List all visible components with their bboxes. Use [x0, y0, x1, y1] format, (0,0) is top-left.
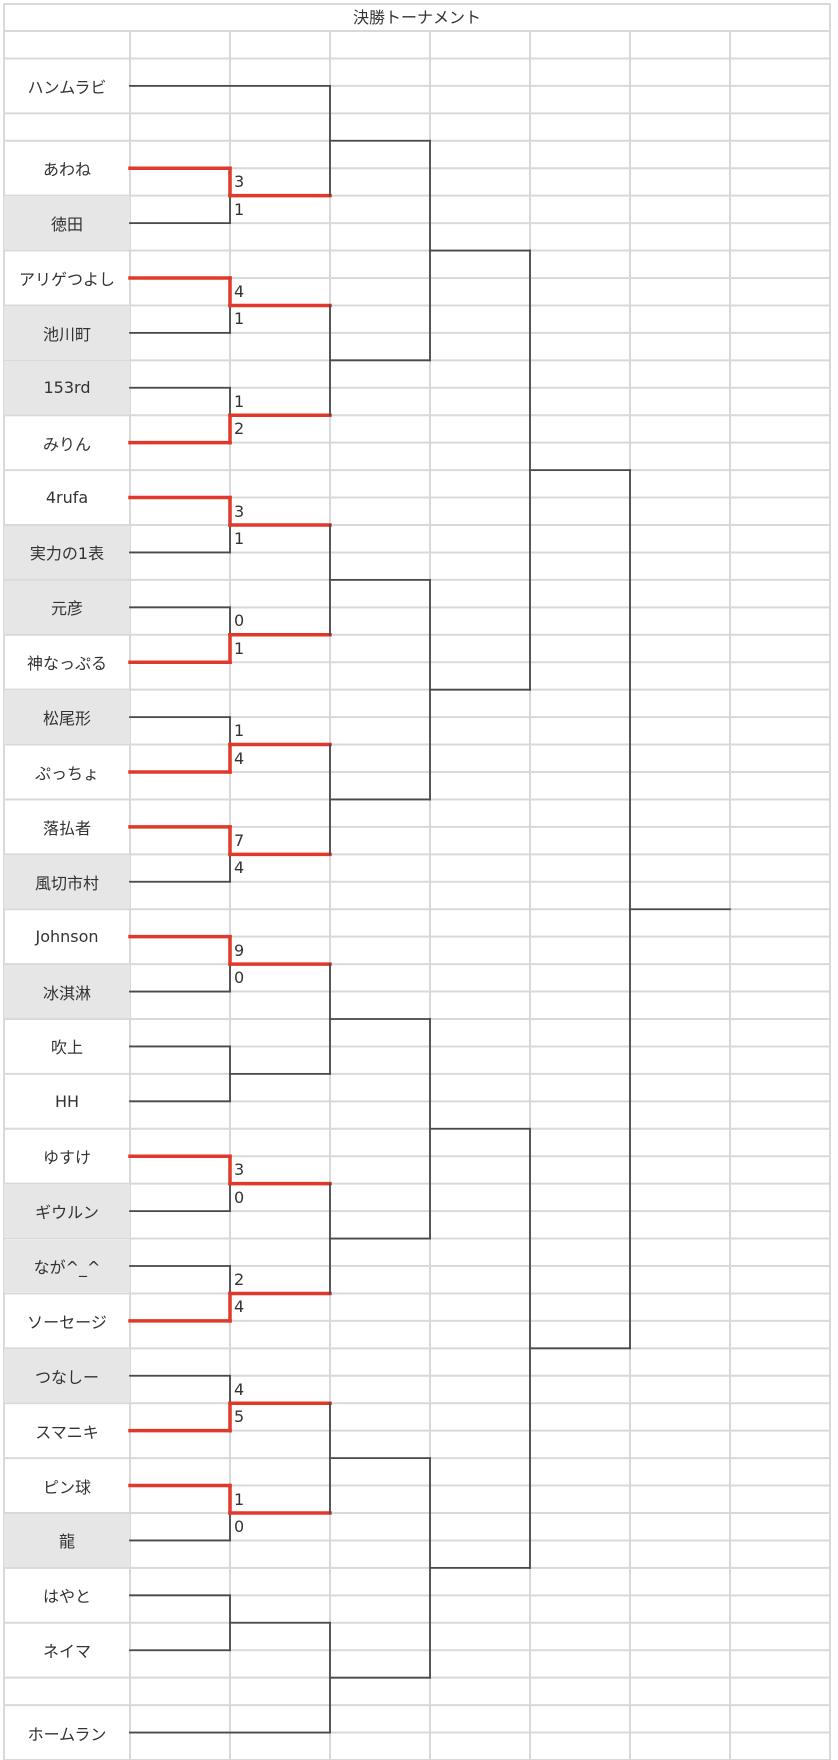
player-name[interactable]: 風切市村	[4, 855, 130, 909]
player-name[interactable]: HH	[4, 1075, 130, 1128]
match-score: 4	[234, 1297, 245, 1317]
match-score: 9	[234, 940, 245, 960]
player-name-label: 風切市村	[34, 873, 99, 893]
match-score: 1	[234, 721, 245, 741]
match-score: 1	[234, 391, 245, 411]
player-name[interactable]: 池川町	[4, 306, 130, 360]
player-name[interactable]: ピン球	[4, 1459, 130, 1512]
match-score: 1	[234, 529, 245, 548]
match-score: 2	[234, 419, 245, 439]
match-score: 0	[234, 611, 245, 631]
player-name[interactable]: ソーセージ	[4, 1294, 130, 1347]
player-name-label: 元彦	[50, 599, 83, 619]
match-score: 4	[234, 858, 245, 878]
match-score: 7	[234, 830, 245, 850]
sheet-title[interactable]: 決勝トーナメント	[352, 8, 481, 27]
player-name[interactable]: ぷっちょ	[4, 746, 130, 799]
player-name-label: 実力の1表	[29, 544, 105, 564]
player-name[interactable]: 実力の1表	[4, 526, 130, 579]
player-name-label: 神なっぷる	[26, 654, 107, 674]
player-name[interactable]: ホームラン	[4, 1706, 130, 1759]
match-score: 4	[234, 282, 245, 301]
match-score: 3	[234, 1160, 245, 1180]
player-name[interactable]: つなしー	[4, 1349, 130, 1403]
match-score: 1	[234, 199, 245, 219]
player-name-label: 吹上	[50, 1038, 83, 1058]
match-score: 4	[234, 1379, 245, 1399]
player-name-label: はやと	[42, 1587, 91, 1607]
player-name[interactable]: ネイマ	[4, 1624, 130, 1677]
player-name-label: ホームラン	[27, 1724, 107, 1744]
match-score: 0	[234, 968, 245, 988]
player-name[interactable]: 吹上	[4, 1020, 130, 1073]
player-name-label: 松尾形	[42, 709, 91, 729]
player-name-label: あわね	[42, 160, 91, 180]
player-name-label: ピン球	[42, 1477, 91, 1497]
match-score: 1	[234, 1489, 245, 1509]
player-name[interactable]: 徳田	[4, 196, 130, 250]
player-name[interactable]: なが^_^	[4, 1239, 130, 1293]
player-name[interactable]: ギウルン	[4, 1184, 130, 1238]
player-name-label: ギウルン	[35, 1203, 99, 1223]
match-score: 3	[234, 172, 245, 192]
player-name-label: ハンムラビ	[27, 77, 107, 97]
player-name[interactable]: スマニキ	[4, 1404, 130, 1457]
player-name[interactable]: 元彦	[4, 580, 130, 634]
player-name-label: ぷっちょ	[34, 763, 99, 783]
player-name[interactable]: 神なっぷる	[4, 636, 130, 689]
player-name-label: 徳田	[50, 215, 83, 235]
player-name[interactable]: はやと	[4, 1569, 130, 1622]
match-score: 4	[234, 748, 245, 768]
player-name-label: HH	[54, 1091, 80, 1111]
player-name[interactable]: アリゲつよし	[4, 252, 130, 305]
player-name-label: 4rufa	[45, 488, 89, 508]
player-name-label: スマニキ	[35, 1422, 99, 1442]
match-score: 0	[234, 1517, 245, 1536]
player-name-label: つなしー	[34, 1367, 99, 1387]
player-name[interactable]: 4rufa	[4, 471, 130, 524]
player-name-label: 龍	[58, 1532, 75, 1552]
match-score: 1	[234, 309, 245, 329]
player-name[interactable]: 松尾形	[4, 690, 130, 744]
player-name-label: Johnson	[35, 927, 99, 947]
match-score: 2	[234, 1270, 245, 1289]
player-name[interactable]: 落払者	[4, 800, 130, 853]
player-name-label: 冰淇淋	[42, 983, 91, 1003]
player-name[interactable]: あわね	[4, 142, 130, 195]
player-name-label: ネイマ	[42, 1642, 91, 1662]
match-score: 0	[234, 1187, 245, 1207]
player-name-label: なが^_^	[33, 1257, 101, 1277]
player-name-label: アリゲつよし	[18, 269, 115, 289]
player-name[interactable]: ハンムラビ	[4, 59, 130, 112]
match-score: 1	[234, 638, 245, 658]
player-name-label: みりん	[42, 434, 91, 454]
player-name[interactable]: ゆすけ	[4, 1130, 130, 1183]
player-name-label: ソーセージ	[27, 1312, 107, 1332]
player-name-label: 落払者	[42, 818, 91, 838]
player-name-label: ゆすけ	[42, 1148, 91, 1168]
player-name[interactable]: 冰淇淋	[4, 965, 130, 1018]
player-name-label: 153rd	[43, 378, 91, 398]
player-name[interactable]: Johnson	[4, 910, 130, 963]
player-name[interactable]: 153rd	[4, 361, 130, 415]
player-name-label: 池川町	[42, 324, 91, 344]
player-name[interactable]: みりん	[4, 416, 130, 469]
match-score: 5	[234, 1407, 245, 1427]
match-score: 3	[234, 501, 245, 521]
player-name[interactable]: 龍	[4, 1514, 130, 1567]
